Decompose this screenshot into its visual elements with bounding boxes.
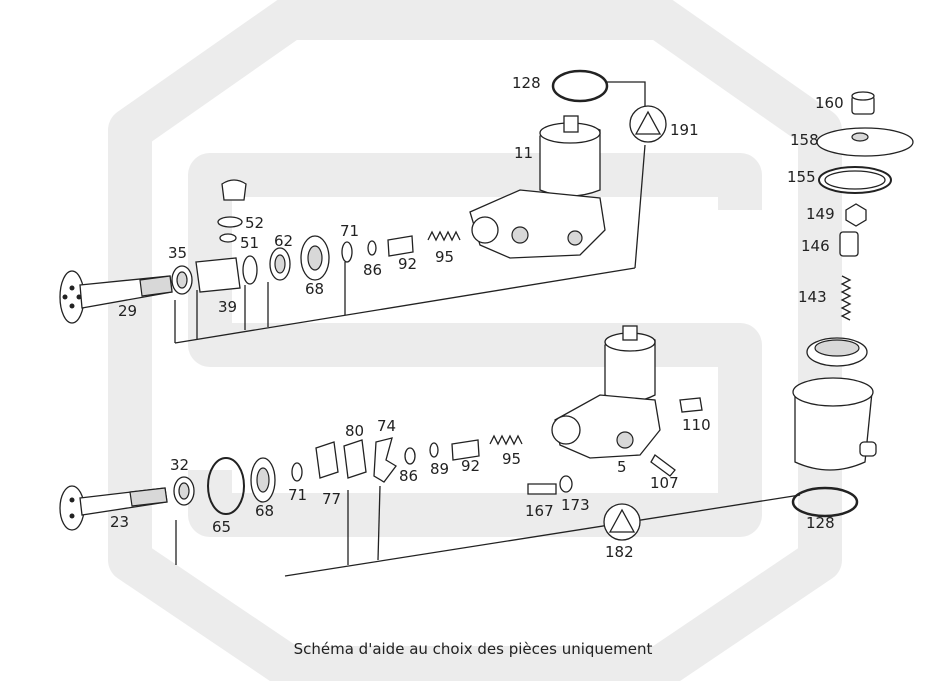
callout-52: 52 [245,214,264,232]
bearing-35 [171,265,193,295]
callout-77: 77 [322,490,341,508]
callout-35: 35 [168,244,187,262]
upper-assembly [59,69,667,344]
callout-65: 65 [212,518,231,536]
plate-182 [603,503,641,541]
callout-155: 155 [787,168,816,186]
bolt-167 [527,483,557,495]
callout-68-top: 68 [305,280,324,298]
callout-62: 62 [274,232,293,250]
callout-167: 167 [525,502,554,520]
spring-95 [427,230,461,242]
spring-95-lower [489,434,523,446]
valve-92 [387,235,414,257]
callout-92-top: 92 [398,255,417,273]
reservoir-assembly [791,91,914,518]
fitting-107 [650,454,676,477]
valve-92-lower [451,439,480,461]
callout-110: 110 [682,416,711,434]
callout-71-bottom: 71 [288,486,307,504]
ring-71-lower [291,462,303,482]
disclaimer-caption: Schéma d'aide au choix des pièces unique… [293,640,653,658]
housing-39 [195,255,258,293]
filter-element [806,337,868,367]
gasket-155 [818,166,892,194]
o-ring-128-top [551,69,609,103]
shaft-29 [59,270,173,324]
callout-86-bottom: 86 [399,467,418,485]
fitting-110 [679,397,703,413]
filter-146 [839,231,859,257]
callout-128-top: 128 [512,74,541,92]
ring-86 [367,240,377,256]
reservoir-bowl [792,377,877,471]
callout-86-top: 86 [363,261,382,279]
callout-173: 173 [561,496,590,514]
ring-65 [207,457,245,515]
callout-95-top: 95 [435,248,454,266]
callout-29: 29 [118,302,137,320]
callout-80: 80 [345,422,364,440]
washer-173 [559,475,573,493]
callout-32: 32 [170,456,189,474]
pump-5 [551,325,661,459]
callout-51: 51 [240,234,259,252]
callout-92-bottom: 92 [461,457,480,475]
callout-74: 74 [377,417,396,435]
watermark-logo [108,0,842,681]
callout-143: 143 [798,288,827,306]
callout-191: 191 [670,121,699,139]
plate-191 [629,105,667,143]
spring-143 [840,275,852,321]
callout-68-bottom: 68 [255,502,274,520]
callout-95-bottom: 95 [502,450,521,468]
callout-11: 11 [514,144,533,162]
rotor-68 [300,235,330,281]
vane-77 [315,441,339,479]
cap-160 [851,91,875,115]
callout-182: 182 [605,543,634,561]
callout-71-top: 71 [340,222,359,240]
callout-107: 107 [650,474,679,492]
callout-128-bottom: 128 [806,514,835,532]
pump-11 [469,115,606,259]
shaft-23 [59,485,168,531]
plug-52-51 [217,179,247,243]
ring-86-lower [404,447,416,465]
callout-5: 5 [617,458,627,476]
nut-149 [845,203,867,227]
callout-39: 39 [218,298,237,316]
bushing-62 [269,247,291,281]
lower-assembly [59,325,801,577]
clip-89 [429,442,439,458]
spring-plate-74 [373,437,397,483]
ring-71 [341,241,353,263]
plate-80 [343,439,367,479]
bearing-32 [173,476,195,506]
callout-labels: 128 191 11 52 51 35 62 71 86 92 95 39 68… [110,74,844,561]
rotor-68-lower [250,457,276,503]
callout-23: 23 [110,513,129,531]
lid-158 [816,127,914,157]
callout-146: 146 [801,237,830,255]
callout-160: 160 [815,94,844,112]
o-ring-128-bottom [791,486,859,518]
callout-89: 89 [430,460,449,478]
callout-149: 149 [806,205,835,223]
callout-158: 158 [790,131,819,149]
